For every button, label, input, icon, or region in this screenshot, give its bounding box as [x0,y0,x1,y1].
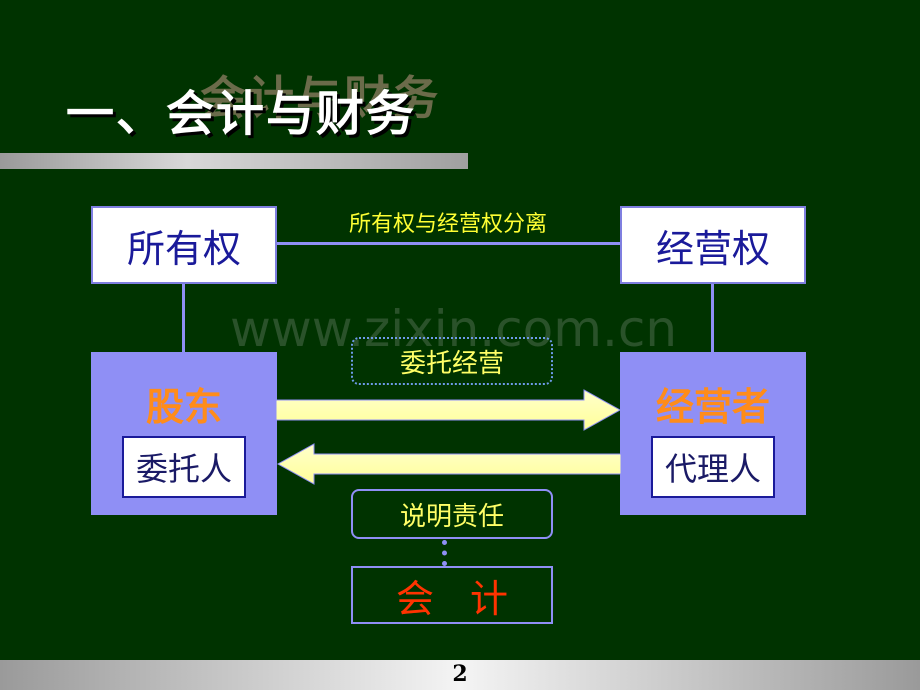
agent-label: 代理人 [664,450,761,488]
title-shadow: 会计与财务 [200,71,440,125]
watermark: www.zixin.com.cn [230,300,678,358]
title-underline-bar [0,153,468,169]
entrust-label: 委托经营 [399,348,504,379]
separation-line [276,242,622,245]
page-title: 一、会计与财务 [66,86,417,142]
explain-responsibility-box: 说明责任 [351,489,553,539]
manager-box: 经营者 代理人 [620,352,806,515]
ownership-connector [182,283,185,353]
right-arrow [276,389,622,431]
dotted-connector [442,540,447,566]
shareholder-title: 股东 [145,385,222,429]
accounting-box: 会计 [351,566,553,624]
entrust-box: 委托经营 [351,337,553,385]
management-connector [711,283,714,353]
arrows [276,389,622,485]
agent-box: 代理人 [651,436,775,498]
management-label: 经营权 [655,226,770,271]
left-arrow [276,443,622,485]
accounting-label: 会计 [395,576,544,621]
principal-label: 委托人 [135,450,232,488]
principal-box: 委托人 [122,436,246,498]
management-box: 经营权 [620,206,806,284]
ownership-label: 所有权 [126,226,241,271]
separation-label: 所有权与经营权分离 [348,212,547,237]
page-number: 2 [452,661,468,687]
ownership-box: 所有权 [91,206,277,284]
manager-title: 经营者 [655,385,770,429]
shareholder-box: 股东 委托人 [91,352,277,515]
explain-label: 说明责任 [399,501,504,532]
footer-bar [0,660,920,690]
